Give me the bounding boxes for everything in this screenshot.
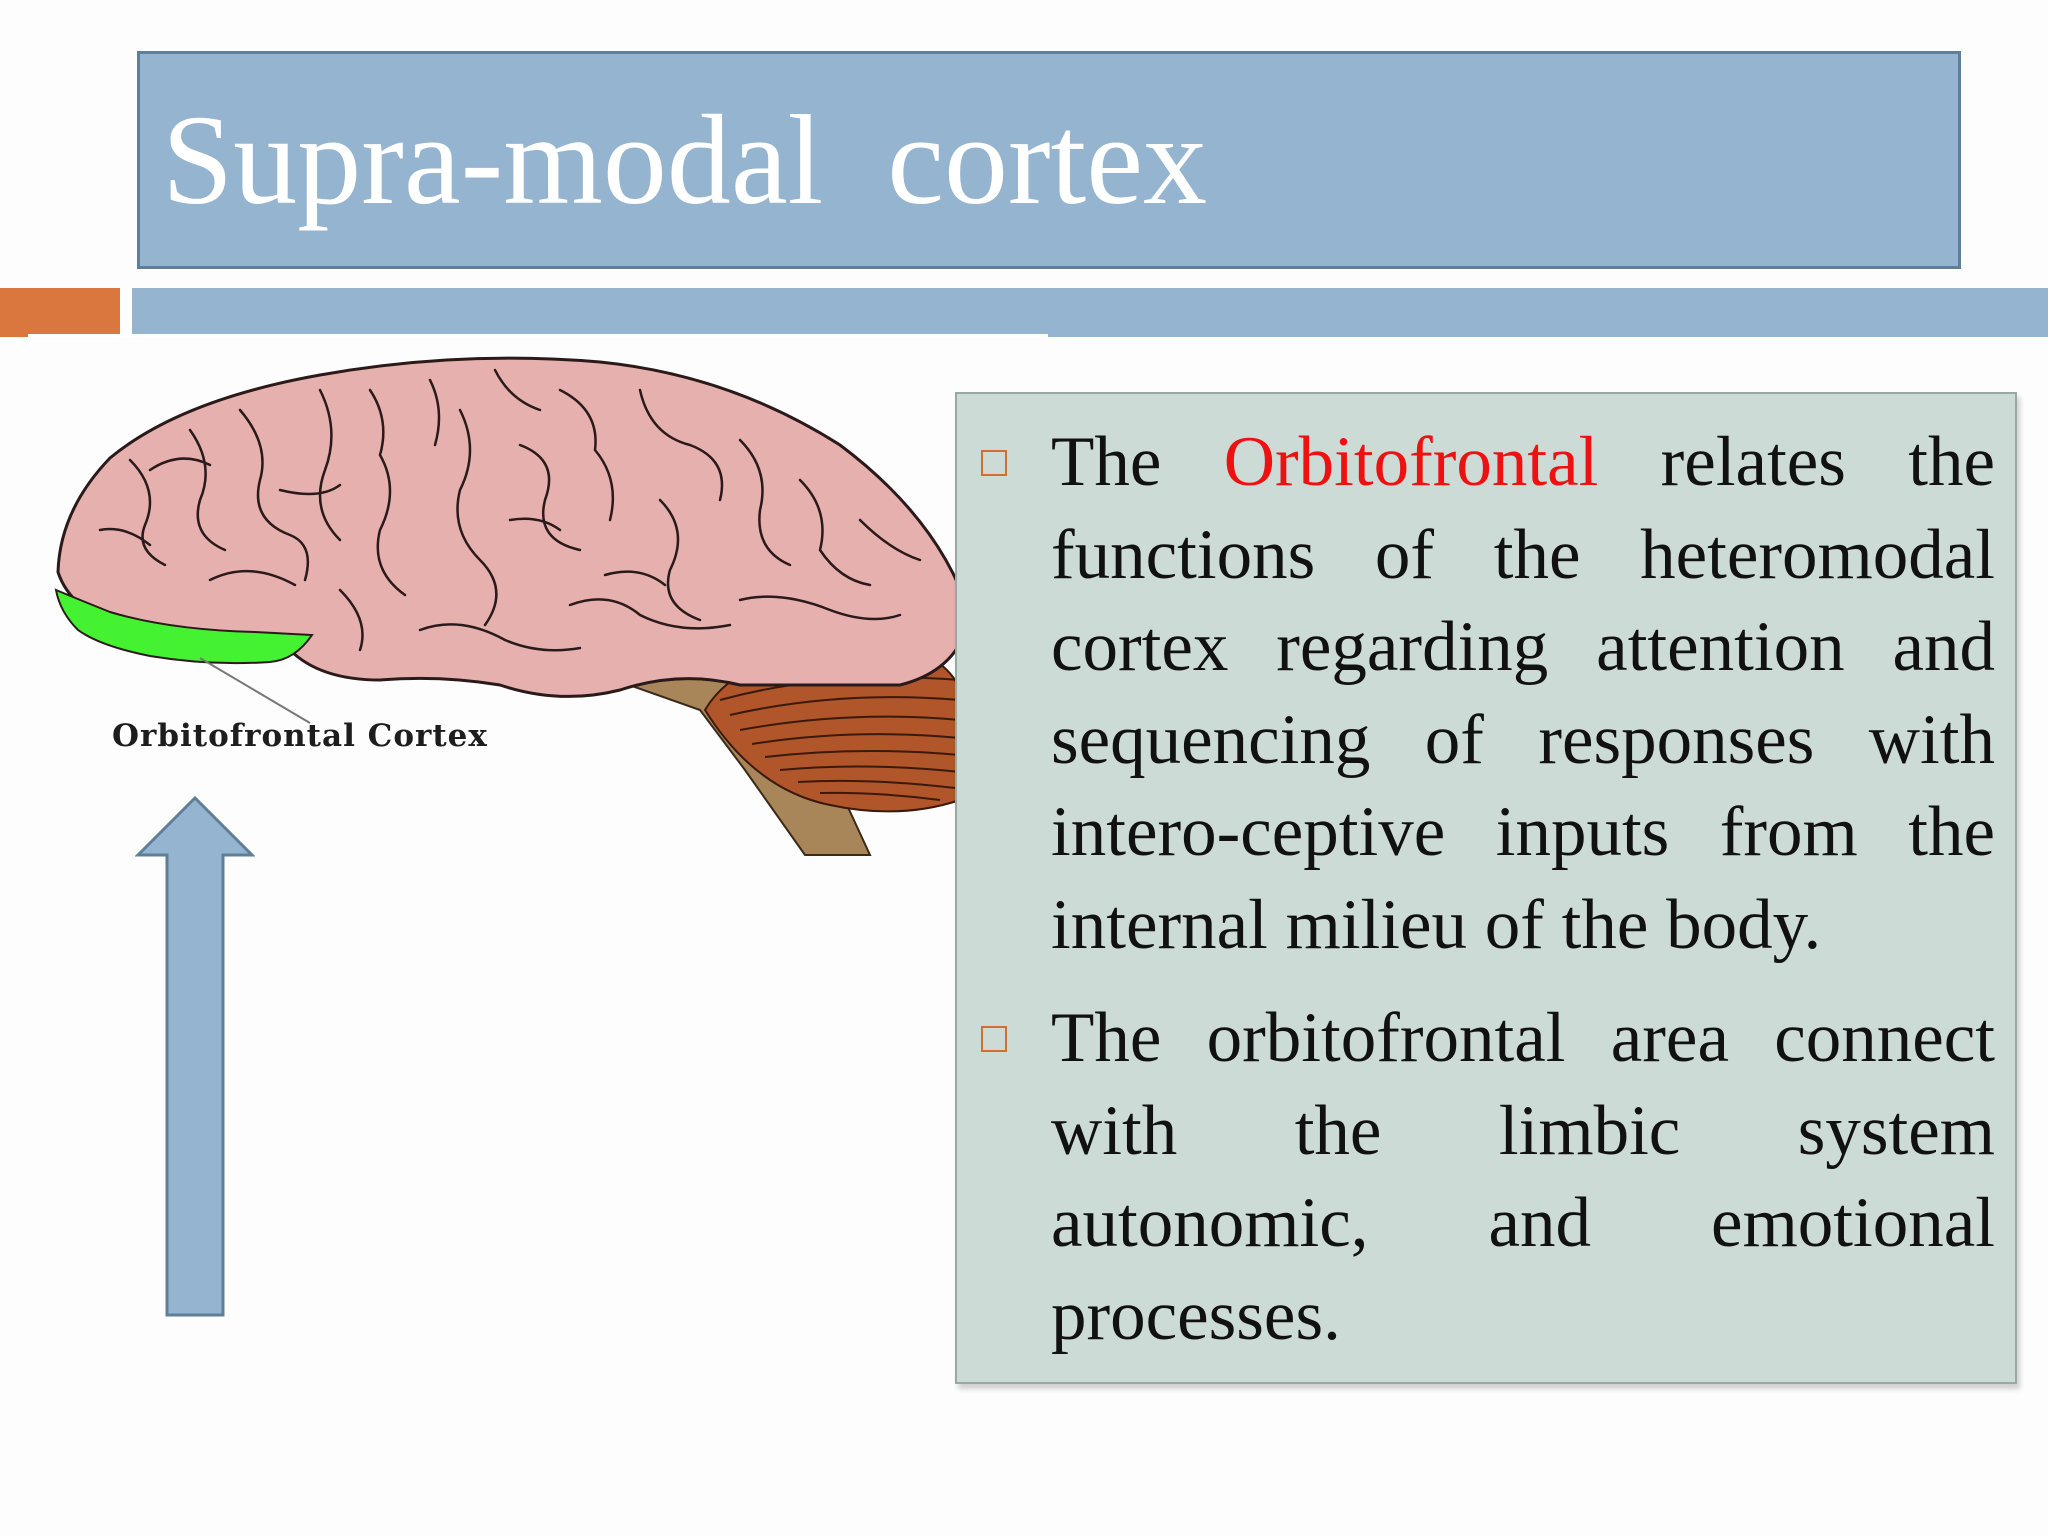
bullet-square-icon (981, 1026, 1007, 1052)
orbitofrontal-cortex-label: Orbitofrontal Cortex (112, 718, 488, 754)
bullet-square-icon (981, 450, 1007, 476)
label-leader-line (199, 657, 311, 724)
sulci-lines (98, 368, 922, 652)
accent-divider (28, 334, 1048, 337)
title-box: Supra-modal cortex (137, 51, 1961, 269)
up-arrow-icon (134, 795, 256, 1320)
bullet-1-prefix: The (1051, 423, 1224, 501)
bullet-text-2: The orbitofrontal area connect with the … (1051, 999, 1995, 1355)
cerebellum-folds (719, 676, 961, 801)
accent-bar-blue (132, 288, 2048, 337)
bullet-item-1: The Orbitofrontal relates the functions … (981, 416, 1995, 964)
brain-illustration-icon (40, 350, 1000, 870)
orbitofrontal-area (54, 588, 314, 665)
brain-svg (54, 356, 972, 856)
up-arrow-svg (134, 795, 256, 1317)
accent-bar-orange (0, 288, 120, 337)
bullet-1-body: relates the functions of the heteromodal… (1051, 423, 1995, 964)
content-text-box: The Orbitofrontal relates the functions … (955, 392, 2017, 1384)
orbitofrontal-highlight: Orbitofrontal (1223, 423, 1599, 501)
bullet-text-1: The Orbitofrontal relates the functions … (1051, 416, 1995, 971)
slide-title: Supra-modal cortex (162, 89, 1207, 231)
bullet-item-2: The orbitofrontal area connect with the … (981, 992, 1995, 1355)
